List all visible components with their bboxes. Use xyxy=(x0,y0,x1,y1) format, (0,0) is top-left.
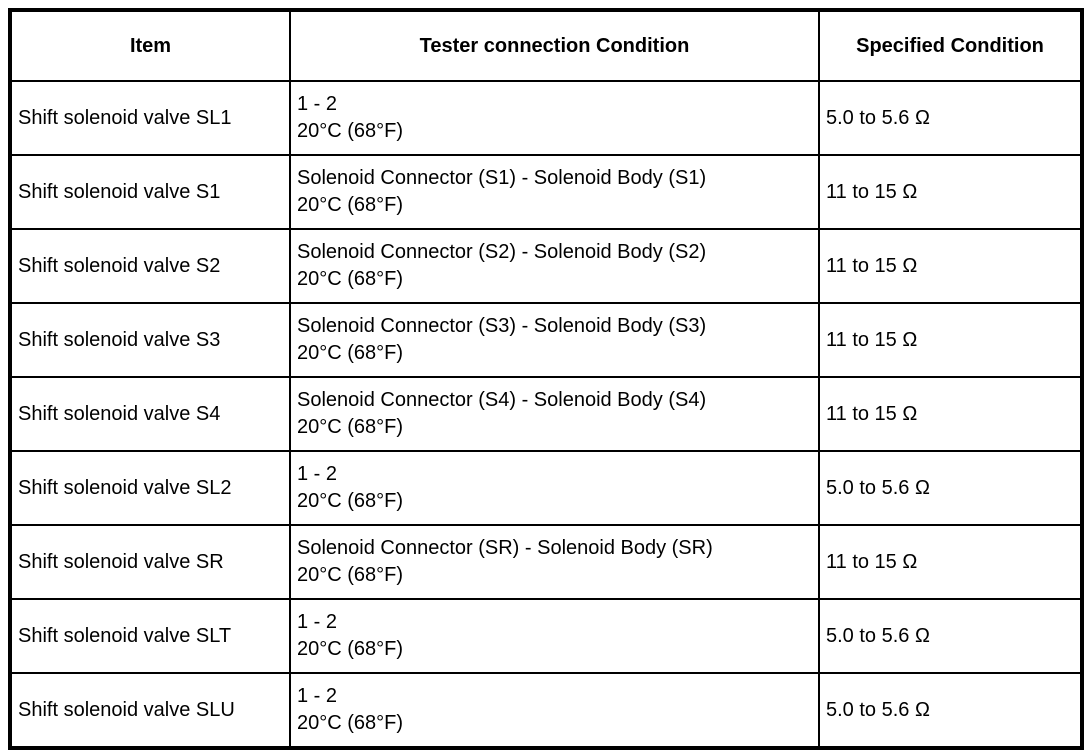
tester-connection-value: 1 - 2 xyxy=(297,611,338,633)
item-cell: Shift solenoid valve SL1 xyxy=(9,80,291,156)
item-cell: Shift solenoid valve SLT xyxy=(9,598,291,674)
item-cell: Shift solenoid valve S4 xyxy=(9,376,291,452)
item-cell: Shift solenoid valve SL2 xyxy=(9,450,291,526)
specified-condition-cell: 11 to 15 Ω xyxy=(818,228,1083,304)
condition-value: 20°C (68°F) xyxy=(297,638,404,660)
solenoid-specification-table: Item Tester connection Condition Specifi… xyxy=(8,8,1084,750)
tester-connection-condition-cell: 1 - 2 20°C (68°F) xyxy=(289,80,820,156)
tester-connection-value: Solenoid Connector (S4) - Solenoid Body … xyxy=(297,389,707,411)
header-condition: Condition xyxy=(596,34,690,57)
table-row: Shift solenoid valve S4 Solenoid Connect… xyxy=(9,376,1083,452)
table-row: Shift solenoid valve SL1 1 - 2 20°C (68°… xyxy=(9,80,1083,156)
condition-value: 20°C (68°F) xyxy=(297,416,404,438)
tester-connection-condition-cell: Solenoid Connector (S1) - Solenoid Body … xyxy=(289,154,820,230)
tester-connection-condition-cell: 1 - 2 20°C (68°F) xyxy=(289,672,820,749)
specified-condition-cell: 11 to 15 Ω xyxy=(818,524,1083,600)
tester-connection-value: Solenoid Connector (SR) - Solenoid Body … xyxy=(297,537,713,559)
tester-connection-condition-cell: Solenoid Connector (SR) - Solenoid Body … xyxy=(289,524,820,600)
condition-value: 20°C (68°F) xyxy=(297,120,404,142)
tester-connection-value: Solenoid Connector (S2) - Solenoid Body … xyxy=(297,241,707,263)
tester-connection-condition-cell: 1 - 2 20°C (68°F) xyxy=(289,598,820,674)
tester-connection-condition-cell: Solenoid Connector (S3) - Solenoid Body … xyxy=(289,302,820,378)
specified-condition-cell: 11 to 15 Ω xyxy=(818,154,1083,230)
condition-value: 20°C (68°F) xyxy=(297,194,404,216)
item-cell: Shift solenoid valve SR xyxy=(9,524,291,600)
tester-connection-value: 1 - 2 xyxy=(297,93,338,115)
tester-connection-value: 1 - 2 xyxy=(297,463,338,485)
tester-connection-value: Solenoid Connector (S1) - Solenoid Body … xyxy=(297,167,707,189)
tester-connection-value: 1 - 2 xyxy=(297,685,338,707)
specified-condition-cell: 5.0 to 5.6 Ω xyxy=(818,598,1083,674)
condition-value: 20°C (68°F) xyxy=(297,490,404,512)
item-cell: Shift solenoid valve S2 xyxy=(9,228,291,304)
condition-value: 20°C (68°F) xyxy=(297,268,404,290)
table-row: Shift solenoid valve S1 Solenoid Connect… xyxy=(9,154,1083,230)
specified-condition-cell: 11 to 15 Ω xyxy=(818,302,1083,378)
specified-condition-cell: 5.0 to 5.6 Ω xyxy=(818,672,1083,749)
header-row: Item Tester connection Condition Specifi… xyxy=(9,9,1083,82)
header-item: Item xyxy=(9,9,291,82)
specified-condition-cell: 5.0 to 5.6 Ω xyxy=(818,450,1083,526)
table-row: Shift solenoid valve SLU 1 - 2 20°C (68°… xyxy=(9,672,1083,749)
tester-connection-condition-cell: 1 - 2 20°C (68°F) xyxy=(289,450,820,526)
table-row: Shift solenoid valve S2 Solenoid Connect… xyxy=(9,228,1083,304)
condition-value: 20°C (68°F) xyxy=(297,564,404,586)
specified-condition-cell: 11 to 15 Ω xyxy=(818,376,1083,452)
header-tester-connection-condition: Tester connection Condition xyxy=(289,9,820,82)
table-row: Shift solenoid valve S3 Solenoid Connect… xyxy=(9,302,1083,378)
condition-value: 20°C (68°F) xyxy=(297,712,404,734)
table-row: Shift solenoid valve SR Solenoid Connect… xyxy=(9,524,1083,600)
tester-connection-condition-cell: Solenoid Connector (S2) - Solenoid Body … xyxy=(289,228,820,304)
tester-connection-value: Solenoid Connector (S3) - Solenoid Body … xyxy=(297,315,707,337)
table-header: Item Tester connection Condition Specifi… xyxy=(9,9,1083,82)
item-cell: Shift solenoid valve S3 xyxy=(9,302,291,378)
condition-value: 20°C (68°F) xyxy=(297,342,404,364)
table-body: Shift solenoid valve SL1 1 - 2 20°C (68°… xyxy=(9,80,1083,749)
tester-connection-condition-cell: Solenoid Connector (S4) - Solenoid Body … xyxy=(289,376,820,452)
specified-condition-cell: 5.0 to 5.6 Ω xyxy=(818,80,1083,156)
item-cell: Shift solenoid valve S1 xyxy=(9,154,291,230)
header-specified-condition: Specified Condition xyxy=(818,9,1083,82)
item-cell: Shift solenoid valve SLU xyxy=(9,672,291,749)
table-row: Shift solenoid valve SLT 1 - 2 20°C (68°… xyxy=(9,598,1083,674)
header-tester-connection: Tester connection xyxy=(419,34,591,57)
table-row: Shift solenoid valve SL2 1 - 2 20°C (68°… xyxy=(9,450,1083,526)
